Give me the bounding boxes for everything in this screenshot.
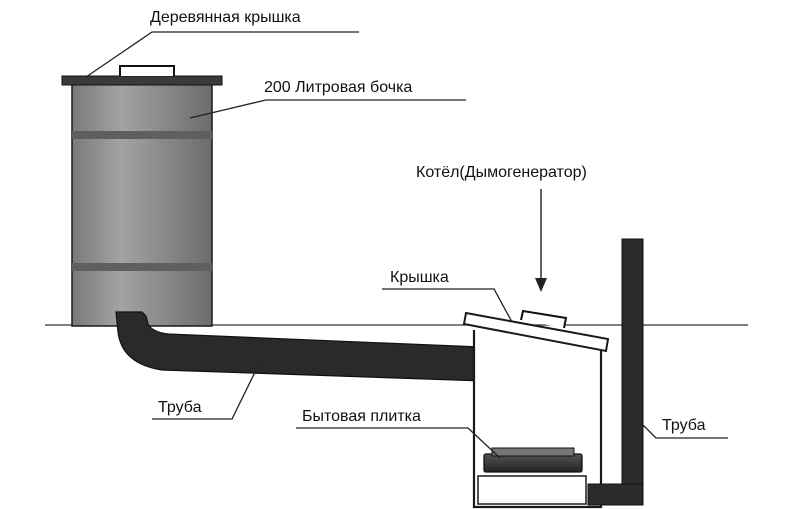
barrel-band-bottom bbox=[72, 263, 212, 271]
label-barrel: 200 Литровая бочка bbox=[264, 79, 412, 96]
label-boiler: Котёл(Дымогенератор) bbox=[416, 164, 587, 181]
barrel-band-top bbox=[72, 131, 212, 139]
leader-lid bbox=[382, 288, 513, 323]
boiler bbox=[472, 330, 603, 509]
label-lid: Крышка bbox=[390, 269, 449, 286]
boiler-arrow bbox=[535, 189, 547, 292]
chimney-pipe bbox=[587, 238, 644, 506]
leader-lines bbox=[85, 31, 728, 459]
leader-pipe-right bbox=[637, 419, 728, 439]
barrel bbox=[71, 83, 213, 327]
label-stove: Бытовая плитка bbox=[302, 408, 421, 425]
leader-pipe-left bbox=[152, 365, 259, 420]
leader-stove bbox=[296, 427, 501, 459]
chimney-elbow bbox=[587, 483, 644, 506]
stove-base bbox=[477, 475, 587, 505]
stove-grate bbox=[491, 447, 575, 457]
boiler-lid-handle bbox=[520, 309, 568, 329]
wooden-lid bbox=[61, 65, 223, 86]
label-pipe-right: Труба bbox=[662, 417, 706, 434]
label-pipe-left: Труба bbox=[158, 399, 202, 416]
label-wooden-lid: Деревянная крышка bbox=[150, 9, 301, 26]
leader-wooden-lid bbox=[85, 31, 359, 78]
lid-handle bbox=[119, 65, 175, 76]
boiler-lid bbox=[462, 309, 610, 353]
leader-barrel bbox=[189, 99, 466, 119]
